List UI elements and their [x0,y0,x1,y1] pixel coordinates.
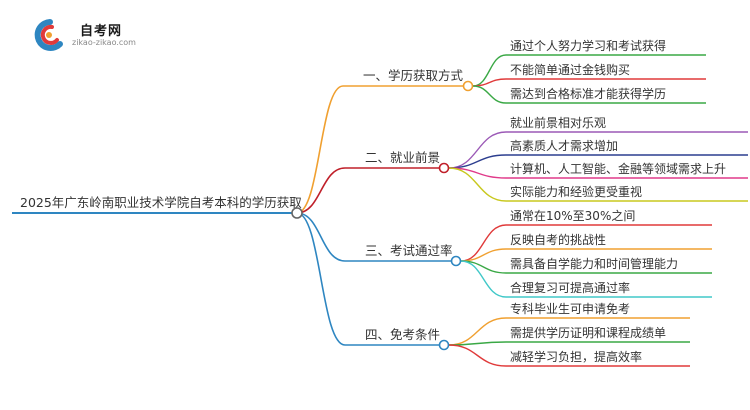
branch-connector [296,85,344,214]
leaf-connector [448,317,507,346]
leaf-label: 通常在10%至30%之间 [510,209,635,223]
leaf-connector [472,54,507,87]
leaf-connector [460,224,507,262]
site-logo[interactable]: 自考网 zikao-zikao.com [30,18,150,52]
leaf-label: 减轻学习负担，提高效率 [510,349,642,364]
root-node [291,207,303,219]
root-label: 2025年广东岭南职业技术学院自考本科的学历获取 [20,195,302,210]
logo-brand: 自考网 [80,24,123,39]
branch-connector [296,167,346,214]
logo-domain: zikao-zikao.com [72,38,136,47]
logo-mark-icon [34,19,63,51]
leaf-label: 实际能力和经验更受重视 [510,184,642,199]
leaf-label: 合理复习可提高通过率 [510,280,630,295]
branch-node [438,339,450,351]
leaf-label: 通过个人努力学习和考试获得 [510,38,666,53]
leaf-label: 计算机、人工智能、金融等领域需求上升 [510,161,726,176]
leaf-label: 不能简单通过金钱购买 [510,62,630,77]
leaf-connector [448,344,507,367]
leaf-label: 反映自考的挑战性 [510,232,606,247]
leaf-connector [448,167,507,202]
branch-label: 一、学历获取方式 [363,68,464,83]
leaf-label: 需提供学历证明和课程成绩单 [510,325,666,340]
branch-node [450,255,462,267]
branch-node [438,162,450,174]
branch-node [462,80,474,92]
branch-label: 三、考试通过率 [365,243,453,258]
leaf-connector [448,131,507,169]
leaf-label: 专科毕业生可申请免考 [510,301,630,316]
branch-connector [296,212,346,346]
leaf-label: 需具备自学能力和时间管理能力 [510,256,678,271]
leaf-connector [460,260,507,298]
leaf-label: 就业前景相对乐观 [510,115,606,130]
leaf-connector [472,85,507,104]
branch-label: 二、就业前景 [365,150,440,165]
branch-label: 四、免考条件 [365,327,440,342]
leaf-label: 需达到合格标准才能获得学历 [510,86,666,101]
branch-connector [296,212,346,262]
leaf-label: 高素质人才需求增加 [510,138,618,153]
